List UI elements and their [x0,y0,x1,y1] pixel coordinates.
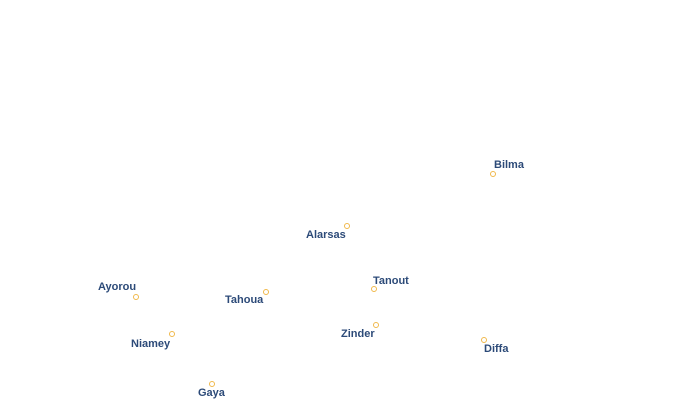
city-label-niamey: Niamey [131,338,171,350]
city-label-zinder: Zinder [341,328,375,340]
city-dot-icon [490,171,496,177]
city-label-ayorou: Ayorou [98,281,137,293]
city-label-tanout: Tanout [373,275,409,287]
city-dot-icon [209,381,215,387]
city-dot-icon [373,322,379,328]
city-dot-icon [169,331,175,337]
city-dot-icon [263,289,269,295]
city-label-tahoua: Tahoua [225,294,264,306]
city-dot-icon [371,286,377,292]
city-label-bilma: Bilma [494,159,524,171]
city-dot-icon [133,294,139,300]
city-label-diffa: Diffa [484,343,509,355]
city-dot-icon [344,223,350,229]
city-label-gaya: Gaya [198,387,225,399]
city-label-alarsas: Alarsas [306,229,346,241]
city-dot-icon [481,337,487,343]
